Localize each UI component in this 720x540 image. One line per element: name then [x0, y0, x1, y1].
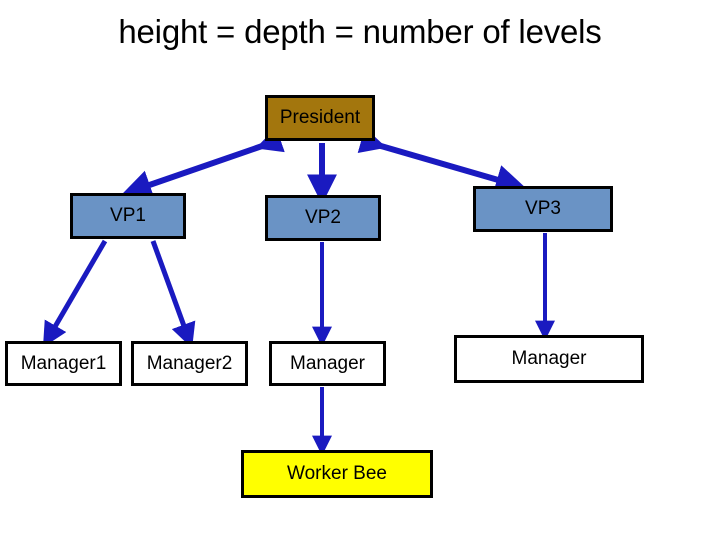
- edge-vp1-manager2: [150, 240, 196, 349]
- node-label-manager2: Manager2: [146, 352, 233, 374]
- node-manager4[interactable]: Manager: [454, 335, 644, 383]
- node-label-vp1: VP1: [110, 205, 146, 226]
- node-president[interactable]: President: [265, 95, 375, 141]
- node-label-president: President: [279, 107, 361, 128]
- node-label-manager4: Manager: [511, 348, 587, 369]
- node-label-manager3: Manager: [290, 352, 365, 374]
- edge-president-vp3: [357, 127, 526, 195]
- node-label-vp3: VP3: [525, 198, 561, 219]
- node-manager3[interactable]: Manager: [269, 341, 386, 386]
- node-label-vp2: VP2: [305, 207, 341, 228]
- edge-president-vp1: [121, 127, 285, 200]
- node-vp1[interactable]: VP1: [70, 193, 186, 239]
- node-manager1[interactable]: Manager1: [5, 341, 122, 386]
- node-worker-bee[interactable]: Worker Bee: [241, 450, 433, 498]
- node-label-manager1: Manager1: [20, 352, 107, 374]
- page-title: height = depth = number of levels: [118, 13, 602, 50]
- node-label-worker-bee: Worker Bee: [287, 463, 387, 484]
- node-vp3[interactable]: VP3: [473, 186, 613, 232]
- edge-vp1-manager1: [42, 239, 108, 348]
- node-manager2[interactable]: Manager2: [131, 341, 248, 386]
- node-vp2[interactable]: VP2: [265, 195, 381, 241]
